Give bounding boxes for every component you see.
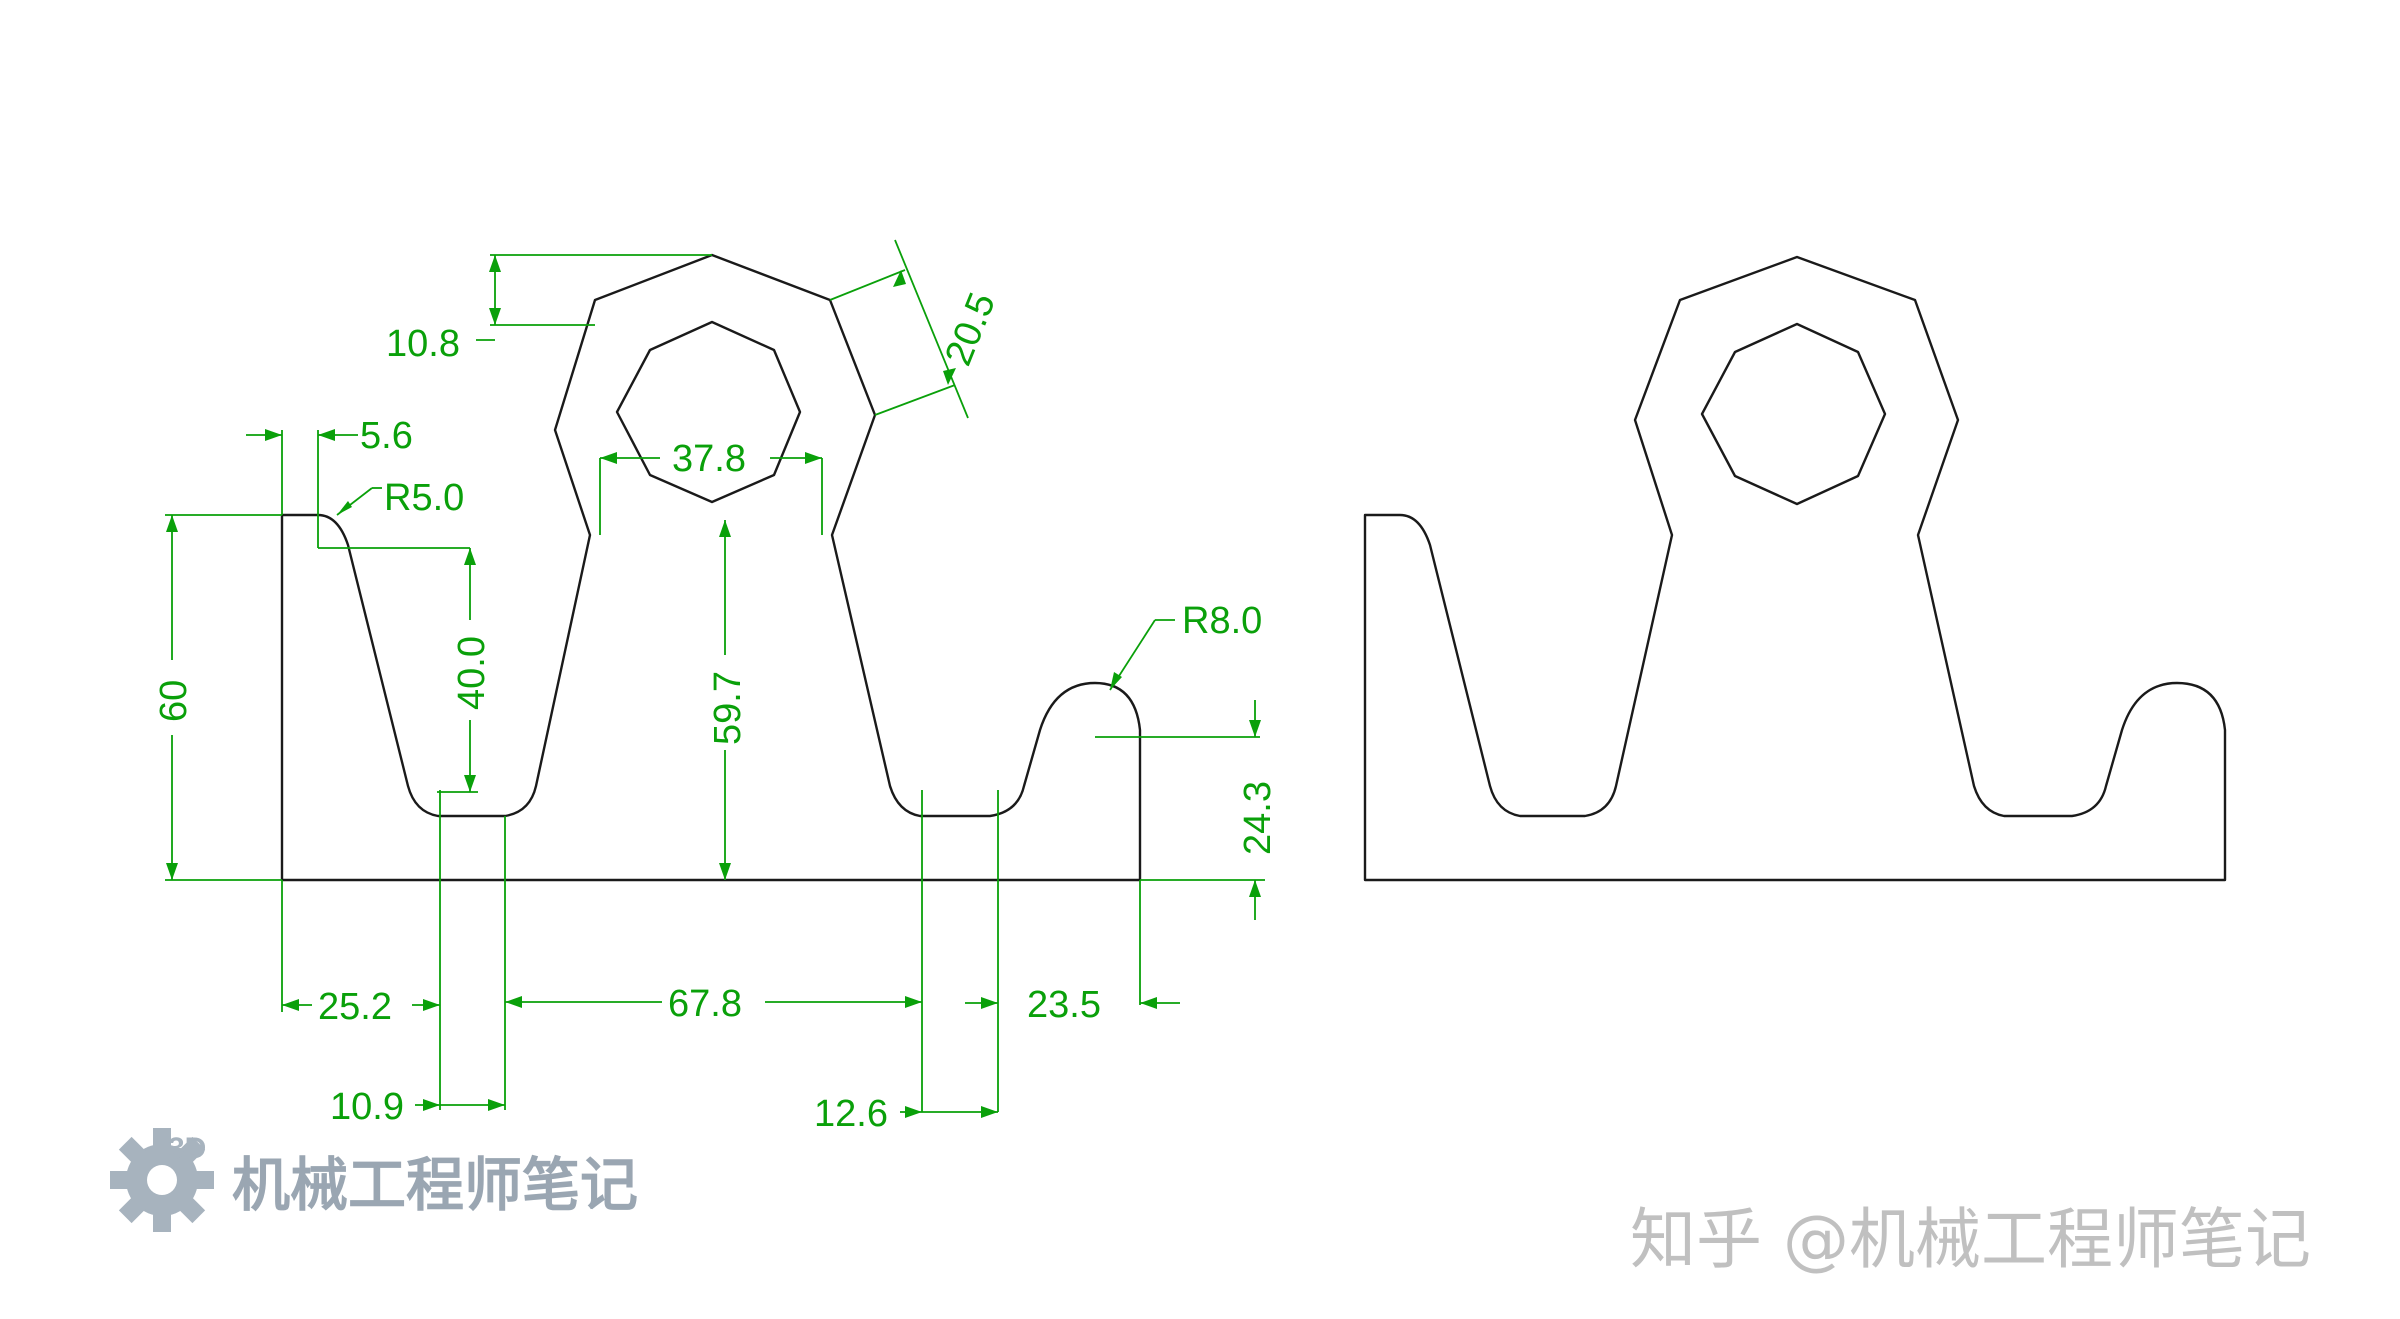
dim-label-23-5: 23.5 <box>1027 984 1101 1026</box>
watermark-left: 3D 机械工程师笔记 <box>110 1128 638 1232</box>
dim-label-25-2: 25.2 <box>318 986 392 1028</box>
dim-label-59-7: 59.7 <box>707 671 749 745</box>
dim-label-67-8: 67.8 <box>668 983 742 1025</box>
clean-part <box>1363 255 2227 882</box>
dimension-labels: 10.8 20.5 5.6 R5.0 37.8 R8.0 60 40.0 59.… <box>153 287 1279 1135</box>
dim-label-60: 60 <box>153 680 195 722</box>
dim-label-10-8: 10.8 <box>386 323 460 365</box>
dim-label-24-3: 24.3 <box>1237 781 1279 855</box>
dim-label-5-6: 5.6 <box>360 415 413 457</box>
part-outline-right <box>1363 255 2227 882</box>
inner-octagon-left <box>615 320 802 504</box>
dim-label-12-6: 12.6 <box>814 1093 888 1135</box>
watermark-right-text: 知乎 @机械工程师笔记 <box>1630 1201 2311 1278</box>
dimension-lines <box>165 239 1265 1118</box>
gear-icon <box>110 1128 214 1232</box>
dim-label-r8: R8.0 <box>1182 600 1262 642</box>
watermark-badge: 3D <box>168 1132 206 1165</box>
dim-label-40: 40.0 <box>451 636 493 710</box>
watermark-left-text: 机械工程师笔记 <box>232 1151 638 1219</box>
dimensioned-part <box>280 253 1142 882</box>
dim-label-20-5: 20.5 <box>937 287 1004 371</box>
dim-label-r5: R5.0 <box>384 477 464 519</box>
dim-label-37-8: 37.8 <box>672 438 746 480</box>
part-outline-left <box>280 253 1142 882</box>
inner-octagon-right <box>1700 322 1887 506</box>
dim-label-10-9: 10.9 <box>330 1086 404 1128</box>
